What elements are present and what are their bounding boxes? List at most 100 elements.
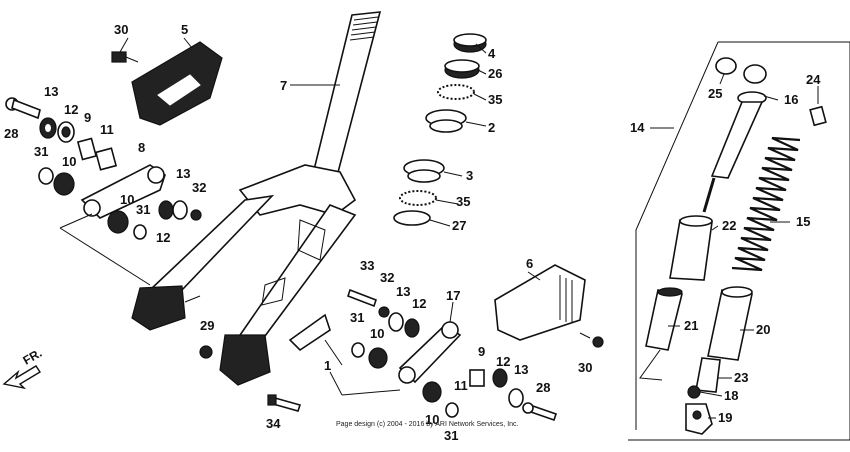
callout-31b: 31 <box>136 202 150 217</box>
callout-22: 22 <box>722 218 736 233</box>
washer-13c-part[interactable] <box>388 312 404 332</box>
link-arm-8-part[interactable] <box>80 164 166 219</box>
callout-31a: 31 <box>34 144 48 159</box>
bolt-33-part[interactable] <box>346 288 378 308</box>
shock-absorber-14-outline <box>628 41 850 441</box>
cap-23-part[interactable] <box>695 357 721 393</box>
washer-13b-part[interactable] <box>172 200 188 220</box>
cover-5-part[interactable] <box>131 41 223 126</box>
ring-31-part[interactable] <box>38 167 54 185</box>
seal-12c-part[interactable] <box>404 318 420 338</box>
bearing-10-part[interactable] <box>53 172 75 196</box>
callout-2: 2 <box>488 120 495 135</box>
nut-26-part[interactable] <box>444 59 480 79</box>
front-direction-arrow-icon: FR. <box>2 346 45 390</box>
bolt-30-part[interactable] <box>111 51 139 63</box>
callout-9a: 9 <box>84 110 91 125</box>
callout-13b: 13 <box>176 166 190 181</box>
bushing-25-part[interactable] <box>715 57 737 75</box>
callout-12b: 12 <box>156 230 170 245</box>
callout-11a: 11 <box>100 122 114 137</box>
callout-30a: 30 <box>114 22 128 37</box>
cone-race-2-part[interactable] <box>425 109 467 133</box>
ring-31c-part[interactable] <box>351 342 365 358</box>
callout-26: 26 <box>488 66 502 81</box>
bearing-10b-part[interactable] <box>107 210 129 234</box>
bolt-30b-part[interactable] <box>579 332 604 348</box>
callout-10b: 10 <box>120 192 134 207</box>
callout-29: 29 <box>200 318 214 333</box>
nut-32-part[interactable] <box>190 209 202 221</box>
callout-8: 8 <box>138 140 145 155</box>
lock-nut-4-part[interactable] <box>453 33 487 53</box>
damper-bracket-line <box>639 349 663 381</box>
callout-12a: 12 <box>64 102 78 117</box>
collar-24-part[interactable] <box>809 105 827 127</box>
direction-label: FR. <box>21 346 45 368</box>
bushing-9-part[interactable] <box>76 137 98 161</box>
callout-34: 34 <box>266 416 281 431</box>
callout-labels: 1 2 3 4 5 6 7 8 9 9 10 10 10 10 11 11 12… <box>4 22 821 443</box>
ring-31b-part[interactable] <box>133 224 147 240</box>
callout-17: 17 <box>446 288 460 303</box>
washer-13-part[interactable] <box>39 117 57 139</box>
fork-assembly-part[interactable] <box>131 11 382 386</box>
nut-18-part[interactable] <box>687 385 701 399</box>
ball-race-35b-part[interactable] <box>399 190 437 206</box>
collar-11-part[interactable] <box>94 147 118 171</box>
leader-lines <box>59 37 819 419</box>
bolt-34-part[interactable] <box>267 394 302 412</box>
callout-35a: 35 <box>488 92 502 107</box>
callout-35b: 35 <box>456 194 470 209</box>
callout-14: 14 <box>630 120 645 135</box>
callout-15: 15 <box>796 214 810 229</box>
callout-16: 16 <box>784 92 798 107</box>
bolt-28b-part[interactable] <box>522 402 558 422</box>
callout-4: 4 <box>488 46 496 61</box>
callout-13a: 13 <box>44 84 58 99</box>
callout-9b: 9 <box>478 344 485 359</box>
bushing-9b-part[interactable] <box>469 369 485 387</box>
callout-28a: 28 <box>4 126 18 141</box>
bracket-1-part[interactable] <box>288 313 331 352</box>
callout-27: 27 <box>452 218 466 233</box>
shock-top-16-part[interactable] <box>702 64 767 213</box>
callout-21: 21 <box>684 318 698 333</box>
nut-29-part[interactable] <box>199 345 213 359</box>
callout-24: 24 <box>806 72 821 87</box>
ball-race-35a-part[interactable] <box>437 84 475 100</box>
callout-11b: 11 <box>454 378 468 393</box>
bearing-10c-part[interactable] <box>368 347 388 369</box>
callout-20: 20 <box>756 322 770 337</box>
spring-15-part[interactable] <box>731 136 801 272</box>
callout-3: 3 <box>466 168 473 183</box>
callout-7: 7 <box>280 78 287 93</box>
callout-33: 33 <box>360 258 374 273</box>
nut-32b-part[interactable] <box>378 306 390 318</box>
bearing-10d-part[interactable] <box>422 381 442 403</box>
washer-13d-part[interactable] <box>508 388 524 408</box>
cylinder-20-part[interactable] <box>707 286 753 361</box>
callout-13c: 13 <box>396 284 410 299</box>
callout-12c: 12 <box>412 296 426 311</box>
sleeve-22-part[interactable] <box>669 215 713 281</box>
seal-12d-part[interactable] <box>492 368 508 388</box>
seal-12b-part[interactable] <box>158 200 174 220</box>
callout-10c: 10 <box>370 326 384 341</box>
cone-race-3-part[interactable] <box>403 159 445 183</box>
callout-23: 23 <box>734 370 748 385</box>
cover-6-part[interactable] <box>494 264 586 341</box>
ring-31d-part[interactable] <box>445 402 459 418</box>
seal-27-part[interactable] <box>393 210 431 226</box>
end-fitting-19-part[interactable] <box>685 403 713 435</box>
callout-32b: 32 <box>380 270 394 285</box>
callout-30b: 30 <box>578 360 592 375</box>
callout-10a: 10 <box>62 154 76 169</box>
callout-31c: 31 <box>350 310 364 325</box>
damper-21-part[interactable] <box>645 287 683 351</box>
callout-1: 1 <box>324 358 331 373</box>
seal-12-part[interactable] <box>57 121 75 143</box>
bolt-28-part[interactable] <box>5 97 41 120</box>
